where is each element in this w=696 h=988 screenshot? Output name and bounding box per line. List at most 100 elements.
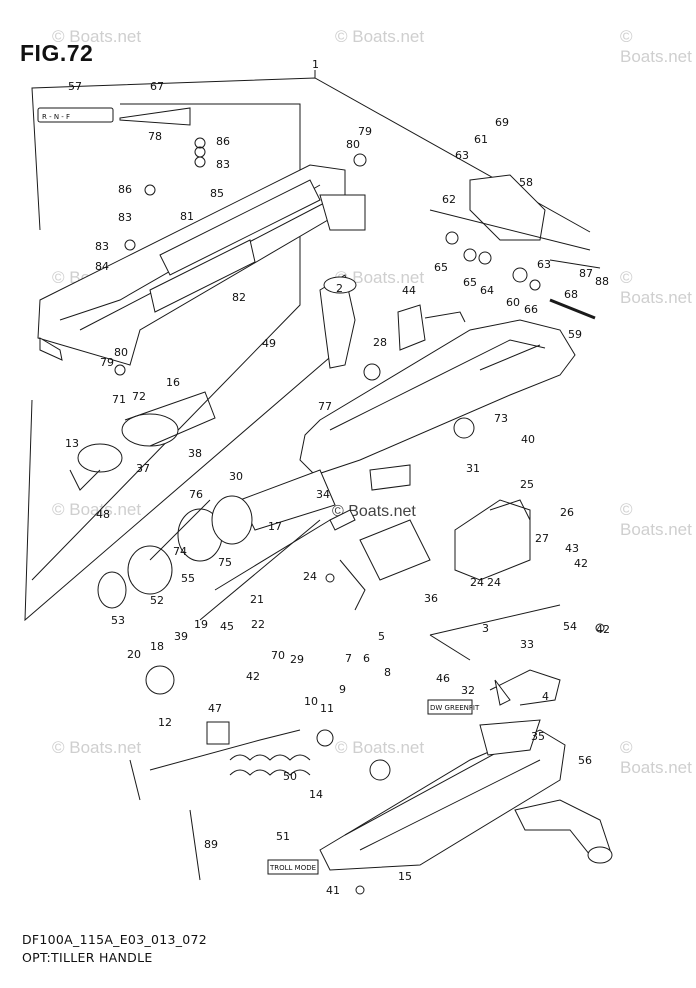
part-label: 52	[150, 594, 164, 607]
part-label: 80	[114, 346, 128, 359]
watermark: © Boats.net	[335, 268, 425, 287]
part-label: 43	[565, 542, 579, 555]
part-label: 22	[251, 618, 265, 631]
part-label: 32	[461, 684, 475, 697]
part-label: 84	[95, 260, 109, 273]
troll-decal-text: TROLL MODE	[269, 864, 316, 872]
part-label: 79	[100, 356, 114, 369]
watermark: © Boats.net	[335, 738, 425, 757]
footer-caption: OPT:TILLER HANDLE	[22, 950, 153, 965]
part-label: 80	[346, 138, 360, 151]
part-label: 42	[596, 623, 610, 636]
part-label: 69	[495, 116, 509, 129]
part-label: 53	[111, 614, 125, 627]
part-label: 45	[220, 620, 234, 633]
part-label: 5	[378, 630, 385, 643]
watermark: © Boats.net	[335, 27, 425, 46]
part-label: 73	[494, 412, 508, 425]
part-label: 27	[535, 532, 549, 545]
part-label: 3	[482, 622, 489, 635]
part-label: 47	[208, 702, 222, 715]
part-label: 86	[118, 183, 132, 196]
part-label: 66	[524, 303, 538, 316]
part-label: 63	[537, 258, 551, 271]
part-label: 34	[316, 488, 330, 501]
part-label: 74	[173, 545, 187, 558]
part-label: 70	[271, 649, 285, 662]
part-label: 36	[424, 592, 438, 605]
part-label: 83	[95, 240, 109, 253]
watermark: © Boats.net	[52, 27, 142, 46]
part-label: 29	[290, 653, 304, 666]
part-label: 50	[283, 770, 297, 783]
part-label: 49	[262, 337, 276, 350]
part-label: 64	[480, 284, 494, 297]
watermark: © Boats.net	[52, 500, 142, 519]
part-label: 8	[384, 666, 391, 679]
part-label: 24	[303, 570, 317, 583]
part-label: 41	[326, 884, 340, 897]
part-label: 31	[466, 462, 480, 475]
part-label: 18	[150, 640, 164, 653]
part-label: 72	[132, 390, 146, 403]
part-label: 24	[470, 576, 484, 589]
part-label: 9	[339, 683, 346, 696]
part-label: 54	[563, 620, 577, 633]
watermark: © Boats.net	[620, 738, 692, 777]
part-label: 68	[564, 288, 578, 301]
part-label: 19	[194, 618, 208, 631]
part-label: 78	[148, 130, 162, 143]
part-label: 42	[574, 557, 588, 570]
part-label: 57	[68, 80, 82, 93]
part-label: 76	[189, 488, 203, 501]
part-label: 12	[158, 716, 172, 729]
part-label: 58	[519, 176, 533, 189]
part-label: 81	[180, 210, 194, 223]
part-label: 89	[204, 838, 218, 851]
part-label: 71	[112, 393, 126, 406]
part-label: 6	[363, 652, 370, 665]
part-label: 26	[560, 506, 574, 519]
frame-top-line	[31, 77, 591, 233]
watermark: © Boats.net	[52, 738, 142, 757]
part-label: 21	[250, 593, 264, 606]
part-label: 28	[373, 336, 387, 349]
trim-decal-text: DW GREENFIT	[430, 704, 480, 712]
part-label: 85	[210, 187, 224, 200]
part-label: 75	[218, 556, 232, 569]
part-label: 48	[96, 508, 110, 521]
part-label: 83	[216, 158, 230, 171]
part-label: 39	[174, 630, 188, 643]
part-label: 11	[320, 702, 334, 715]
part-label: 42	[246, 670, 260, 683]
part-label: 4	[542, 690, 549, 703]
part-label: 55	[181, 572, 195, 585]
part-label: 79	[358, 125, 372, 138]
part-label: 60	[506, 296, 520, 309]
part-label: 44	[402, 284, 416, 297]
part-label: 77	[318, 400, 332, 413]
part-label: 37	[136, 462, 150, 475]
part-label: 13	[65, 437, 79, 450]
part-label: 67	[150, 80, 164, 93]
part-label: 62	[442, 193, 456, 206]
part-label: 10	[304, 695, 318, 708]
part-label: 17	[268, 520, 282, 533]
part-label: 2	[336, 282, 343, 295]
part-label: 15	[398, 870, 412, 883]
watermark: © Boats.net	[620, 500, 692, 539]
watermark: © Boats.net	[620, 27, 692, 66]
part-label: 65	[434, 261, 448, 274]
part-label: 35	[531, 730, 545, 743]
part-label: 86	[216, 135, 230, 148]
part-label: 1	[312, 58, 319, 71]
part-label: 51	[276, 830, 290, 843]
part-label: 61	[474, 133, 488, 146]
part-label: 20	[127, 648, 141, 661]
part-label: 33	[520, 638, 534, 651]
part-label: 30	[229, 470, 243, 483]
figure-title: FIG.72	[20, 40, 94, 66]
part-label: 83	[118, 211, 132, 224]
